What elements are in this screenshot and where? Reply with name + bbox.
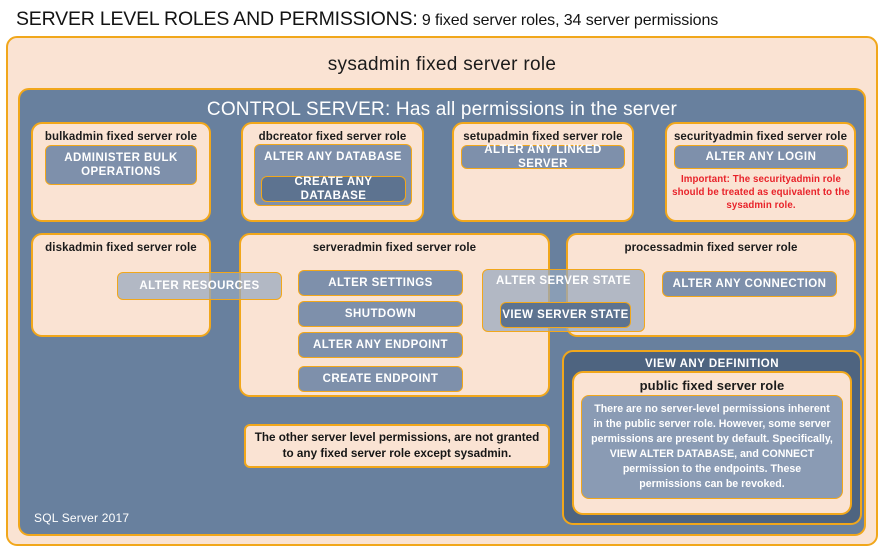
permission-alter-any-linked-server[interactable]: ALTER ANY LINKED SERVER <box>461 144 625 170</box>
permission-alter-any-login[interactable]: ALTER ANY LOGIN <box>674 145 848 169</box>
public-role-description: There are no server-level permissions in… <box>581 395 843 499</box>
role-title-setupadmin: setupadmin fixed server role <box>463 131 623 143</box>
permission-alter-any-endpoint[interactable]: ALTER ANY ENDPOINT <box>298 332 463 358</box>
permission-alter-any-database-label: ALTER ANY DATABASE <box>264 151 402 163</box>
role-title-public: public fixed server role <box>639 378 785 393</box>
permission-create-endpoint[interactable]: CREATE ENDPOINT <box>298 366 463 392</box>
role-title-serveradmin: serveradmin fixed server role <box>312 242 477 254</box>
permission-alter-settings[interactable]: ALTER SETTINGS <box>298 270 463 296</box>
permission-alter-server-state-label: ALTER SERVER STATE <box>495 275 632 287</box>
footer-version-label: SQL Server 2017 <box>34 511 130 525</box>
role-box-securityadmin: securityadmin fixed server role <box>665 122 856 222</box>
role-title-diskadmin: diskadmin fixed server role <box>45 242 197 254</box>
permission-alter-resources[interactable]: ALTER RESOURCES <box>117 272 282 300</box>
role-title-securityadmin: securityadmin fixed server role <box>673 131 848 143</box>
page-title-strong: SERVER LEVEL ROLES AND PERMISSIONS: <box>16 8 418 30</box>
permission-shutdown[interactable]: SHUTDOWN <box>298 301 463 327</box>
permission-view-any-definition-label: VIEW ANY DEFINITION <box>644 358 780 370</box>
sysadmin-role-label: sysadmin fixed server role <box>327 54 557 75</box>
other-permissions-note: The other server level permissions, are … <box>244 424 550 468</box>
page-title: SERVER LEVEL ROLES AND PERMISSIONS: 9 fi… <box>16 8 866 34</box>
permission-create-any-database[interactable]: CREATE ANY DATABASE <box>261 176 406 202</box>
role-title-bulkadmin: bulkadmin fixed server role <box>44 131 198 143</box>
page-title-sub: 9 fixed server roles, 34 server permissi… <box>417 12 719 29</box>
role-title-dbcreator: dbcreator fixed server role <box>258 131 407 143</box>
permission-view-server-state[interactable]: VIEW SERVER STATE <box>500 302 631 328</box>
role-box-setupadmin: setupadmin fixed server role <box>452 122 634 222</box>
permission-alter-any-connection[interactable]: ALTER ANY CONNECTION <box>662 271 837 297</box>
control-server-label: CONTROL SERVER: Has all permissions in t… <box>206 99 678 120</box>
permission-administer-bulk-operations[interactable]: ADMINISTER BULK OPERATIONS <box>45 145 197 185</box>
securityadmin-warning-note: Important: The securityadmin role should… <box>672 174 850 211</box>
role-title-processadmin: processadmin fixed server role <box>624 242 798 254</box>
